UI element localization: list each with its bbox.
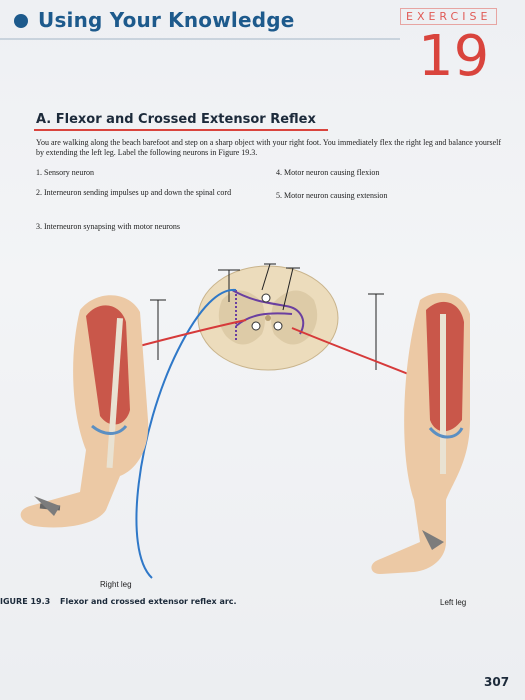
page-number: 307 <box>484 675 510 689</box>
item-2-interneuron-spinal: 2. Interneuron sending impulses up and d… <box>36 188 232 197</box>
item-1-sensory-neuron: 1. Sensory neuron <box>36 168 94 177</box>
figure-caption-text: Flexor and crossed extensor reflex arc. <box>60 597 237 606</box>
sensory-neuron-path <box>135 288 237 579</box>
section-intro: You are walking along the beach barefoot… <box>36 138 502 157</box>
spinal-cord-section <box>197 265 339 371</box>
section-title: A. Flexor and Crossed Extensor Reflex <box>36 112 316 127</box>
exercise-label: EXERCISE <box>400 8 498 25</box>
label-leader-lines <box>150 263 384 370</box>
exercise-number: 19 <box>418 24 490 89</box>
left-leg-illustration <box>371 292 470 574</box>
left-leg-label: Left leg <box>440 598 467 607</box>
item-4-motor-flexion: 4. Motor neuron causing flexion <box>276 168 380 177</box>
item-3-interneuron-synapse: 3. Interneuron synapsing with motor neur… <box>36 222 180 231</box>
section-underline <box>34 129 328 131</box>
item-5-motor-extension: 5. Motor neuron causing extension <box>276 191 388 200</box>
reflex-arc-figure <box>20 263 470 579</box>
header-bullet <box>14 14 28 28</box>
interneurons <box>231 289 305 340</box>
page-title: Using Your Knowledge <box>38 8 295 32</box>
figure-caption-label: IGURE 19.3 <box>0 597 51 606</box>
header-divider <box>0 38 400 40</box>
right-leg-label: Right leg <box>100 580 132 589</box>
right-leg-illustration <box>20 295 149 528</box>
